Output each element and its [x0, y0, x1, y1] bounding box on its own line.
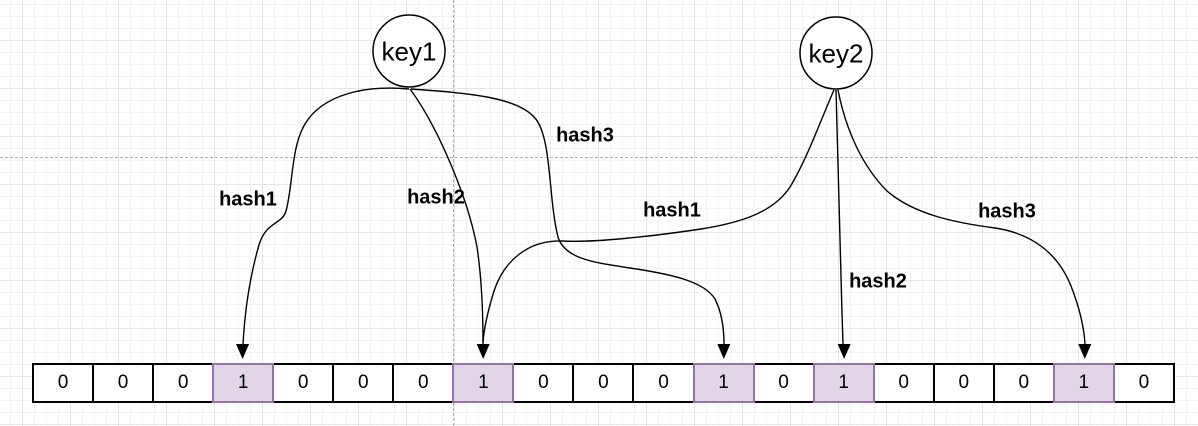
- hash-label-key1-hash2: hash2: [407, 186, 465, 209]
- edge-key2-hash1: [482, 89, 835, 343]
- bit-cell-16: 0: [992, 363, 1055, 403]
- bit-cell-17: 1: [1052, 363, 1115, 403]
- arrowhead-cell-13: [837, 344, 851, 359]
- bit-cell-4: 0: [272, 363, 335, 403]
- bit-cell-15: 0: [932, 363, 995, 403]
- edge-key1-hash3: [410, 88, 725, 345]
- hash-label-key2-hash1: hash1: [643, 199, 701, 222]
- edge-key2-hash3: [837, 89, 1086, 345]
- key2-label: key2: [808, 38, 864, 69]
- bit-cell-11: 1: [692, 363, 755, 403]
- key1-label: key1: [381, 36, 437, 67]
- bit-cell-7: 1: [452, 363, 515, 403]
- key2-node: [799, 16, 873, 90]
- hash-label-key1-hash3: hash3: [556, 124, 614, 147]
- arrowhead-cell-3: [236, 344, 250, 359]
- bit-cell-18: 0: [1112, 363, 1175, 403]
- arrowhead-cell-11: [717, 344, 731, 359]
- arrowheads-group: [236, 344, 1092, 359]
- key1-node: [372, 14, 446, 88]
- edge-key1-hash1: [242, 87, 410, 345]
- bit-cell-10: 0: [632, 363, 695, 403]
- bit-cell-2: 0: [152, 363, 215, 403]
- arrowhead-cell-7: [476, 344, 490, 359]
- page-guide-vertical: [453, 0, 454, 426]
- hash-label-key2-hash2: hash2: [849, 270, 907, 293]
- bit-cell-14: 0: [872, 363, 935, 403]
- bit-cell-6: 0: [392, 363, 455, 403]
- bit-cell-8: 0: [512, 363, 575, 403]
- page-guide-horizontal: [0, 157, 1198, 158]
- hash-label-key1-hash1: hash1: [219, 188, 277, 211]
- edge-key1-hash2: [409, 88, 484, 345]
- arrowhead-cell-17: [1078, 344, 1092, 359]
- edge-key2-hash2: [835, 89, 844, 345]
- hash-label-key2-hash3: hash3: [978, 200, 1036, 223]
- bit-cell-1: 0: [92, 363, 155, 403]
- bit-cell-13: 1: [812, 363, 875, 403]
- bit-cell-0: 0: [32, 363, 95, 403]
- bit-cell-12: 0: [752, 363, 815, 403]
- bit-cell-9: 0: [572, 363, 635, 403]
- bit-cell-5: 0: [332, 363, 395, 403]
- bit-cell-3: 1: [212, 363, 275, 403]
